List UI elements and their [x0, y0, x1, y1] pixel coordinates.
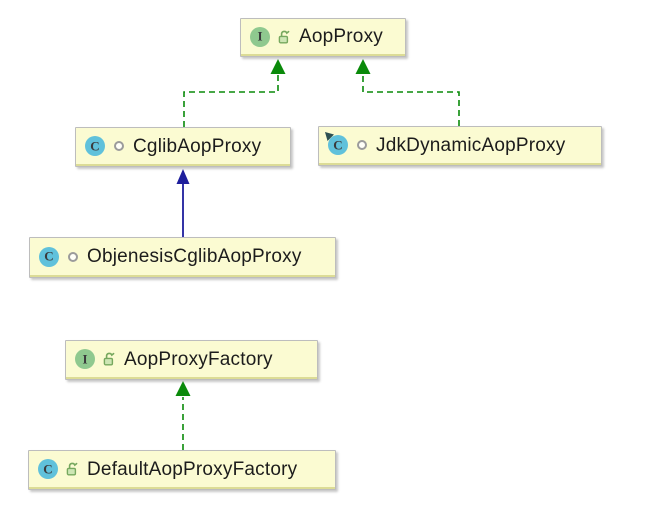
class-node-aopproxyfactory[interactable]: I AopProxyFactory — [65, 340, 318, 380]
class-node-jdkdynamicaopproxy[interactable]: C JdkDynamicAopProxy — [318, 126, 602, 166]
class-node-cglibaopproxy[interactable]: C CglibAopProxy — [75, 127, 291, 167]
class-name-label: CglibAopProxy — [133, 135, 262, 157]
edge-defaultaopproxyfactory-implements-aopproxyfactory[interactable] — [175, 381, 191, 450]
implements-arrowhead-icon — [355, 59, 371, 74]
edge-cglibaopproxy-implements-aopproxy[interactable] — [183, 59, 286, 127]
class-icon: C — [38, 459, 58, 479]
implements-arrowhead-icon — [270, 59, 286, 74]
edge-objenesiscglibaopproxy-extends-cglibaopproxy[interactable] — [176, 169, 190, 237]
implements-arrowhead-icon — [175, 381, 191, 396]
class-letter: C — [44, 248, 54, 264]
interface-icon: I — [250, 26, 270, 47]
public-lock-icon — [278, 30, 291, 44]
public-lock-icon — [103, 352, 116, 366]
package-private-icon — [68, 251, 78, 262]
class-node-defaultaopproxyfactory[interactable]: C DefaultAopProxyFactory — [28, 450, 336, 490]
class-name-label: DefaultAopProxyFactory — [87, 458, 298, 480]
class-name-label: AopProxyFactory — [124, 348, 273, 370]
class-letter: C — [43, 461, 53, 476]
interface-letter: I — [257, 28, 263, 44]
final-class-icon: C — [325, 132, 348, 155]
class-name-label: ObjenesisCglibAopProxy — [87, 246, 302, 267]
class-name-label: JdkDynamicAopProxy — [376, 134, 566, 156]
class-letter: C — [90, 138, 100, 153]
package-private-icon — [114, 141, 124, 151]
class-node-objenesiscglibaopproxy[interactable]: C ObjenesisCglibAopProxy — [29, 237, 336, 278]
edge-jdkdynamicaopproxy-implements-aopproxy[interactable] — [355, 59, 460, 126]
class-icon: C — [39, 246, 59, 267]
class-letter: C — [333, 137, 343, 152]
class-name-label: AopProxy — [299, 26, 383, 47]
interface-letter: I — [82, 351, 88, 366]
public-lock-icon — [66, 462, 79, 476]
class-icon: C — [85, 136, 105, 156]
final-class-marker-icon — [325, 132, 334, 141]
extends-arrowhead-icon — [176, 169, 190, 184]
interface-icon: I — [75, 349, 95, 369]
class-node-aopproxy[interactable]: I AopProxy — [240, 18, 406, 57]
package-private-icon — [357, 140, 367, 150]
